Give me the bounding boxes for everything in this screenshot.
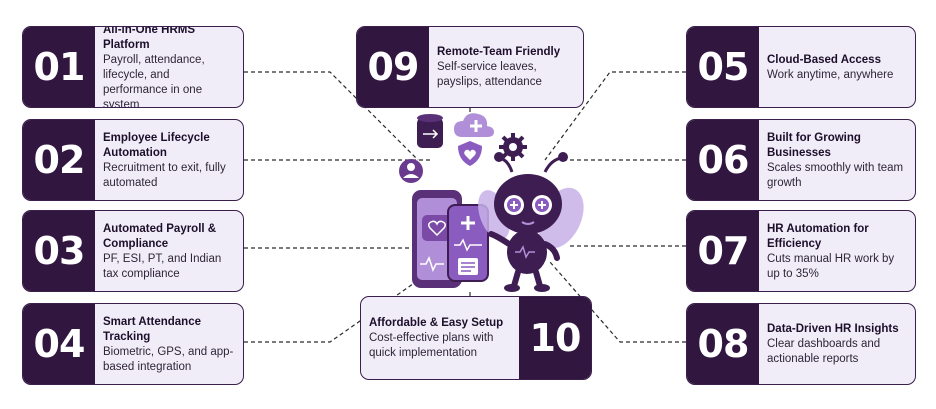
card-description: Recruitment to exit, fully automated: [103, 161, 226, 189]
card-description: Scales smoothly with team growth: [767, 161, 904, 189]
card-number: 07: [687, 211, 759, 291]
card-description: Biometric, GPS, and app-based integratio…: [103, 345, 234, 373]
connector-08: [549, 261, 686, 343]
user-icon: [399, 159, 423, 183]
card-description: Cuts manual HR work by up to 35%: [767, 252, 895, 280]
connector-04: [244, 271, 431, 343]
card-description: Clear dashboards and actionable reports: [767, 338, 881, 365]
card-title: All-in-One HRMS Platform: [103, 26, 195, 51]
connector-01: [244, 71, 419, 161]
card-description: Cost-effective plans with quick implemen…: [369, 332, 494, 359]
card-title: Employee Lifecycle Automation: [103, 131, 210, 159]
card-number: 08: [687, 304, 759, 384]
card-title: Affordable & Easy Setup: [369, 317, 504, 329]
card-number: 09: [357, 27, 429, 107]
plus-icon: [461, 216, 475, 230]
card-description: PF, ESI, PT, and Indian tax compliance: [103, 252, 222, 280]
card-number: 06: [687, 120, 759, 200]
card-number: 01: [23, 27, 95, 107]
database-icon: [417, 114, 443, 148]
card-title: Data-Driven HR Insights: [767, 323, 899, 335]
phone-illustration: [412, 190, 489, 288]
card-title: Smart Attendance Tracking: [103, 315, 201, 343]
shield-heart-icon: [458, 141, 482, 166]
card-number: 02: [23, 120, 95, 200]
bee-robot-mascot: [478, 152, 584, 292]
pulse-icon: [420, 256, 444, 272]
card-number: 05: [687, 27, 759, 107]
connector-05: [544, 71, 686, 161]
card-description: Self-service leaves, payslips, attendanc…: [437, 61, 542, 88]
card-number: 10: [519, 297, 591, 379]
card-number: 04: [23, 304, 95, 384]
card-number: 03: [23, 211, 95, 291]
card-title: Built for Growing Businesses: [767, 131, 861, 159]
card-title: Cloud-Based Access: [767, 53, 881, 66]
card-title: HR Automation for Efficiency: [767, 222, 869, 250]
card-title: Automated Payroll & Compliance: [103, 222, 217, 250]
heart-icon: [427, 220, 447, 237]
gear-icon: [499, 133, 527, 161]
cloud-plus-icon: [454, 113, 494, 137]
card-title: Remote-Team Friendly: [437, 46, 561, 58]
card-description: Payroll, attendance, lifecycle, and perf…: [103, 53, 205, 108]
card-description: Work anytime, anywhere: [767, 68, 894, 81]
